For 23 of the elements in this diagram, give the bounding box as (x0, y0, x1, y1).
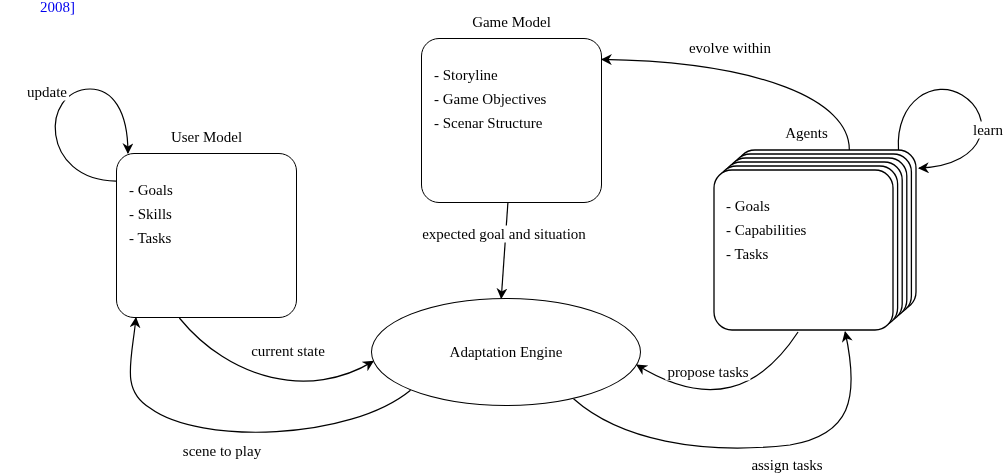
curved-arrow (600, 54, 850, 151)
curved-arrow (636, 331, 799, 390)
curved-arrow (897, 88, 983, 173)
curved-arrow (178, 317, 374, 382)
edge-label: learn (971, 121, 1005, 139)
curved-arrow (572, 330, 853, 449)
list-item: - Storyline (434, 66, 498, 85)
list-item: - Skills (129, 205, 172, 224)
citation-text: 2008] (40, 0, 75, 14)
list-item: - Capabilities (726, 221, 807, 240)
list-item: - Tasks (726, 245, 769, 264)
box-title: User Model (170, 129, 243, 146)
list-item: - Goals (726, 197, 770, 216)
node-label: Adaptation Engine (449, 343, 563, 361)
list-item: - Tasks (129, 229, 172, 248)
list-item: - Scenar Structure (434, 114, 543, 133)
list-item: - Goals (129, 181, 173, 200)
box-title: Game Model (472, 14, 551, 31)
curved-arrow (129, 316, 412, 433)
list-item: - Game Objectives (434, 90, 547, 109)
edge-label: expected goal and situation (420, 225, 588, 243)
curved-arrow (54, 88, 134, 182)
box-title: Agents (785, 125, 828, 142)
